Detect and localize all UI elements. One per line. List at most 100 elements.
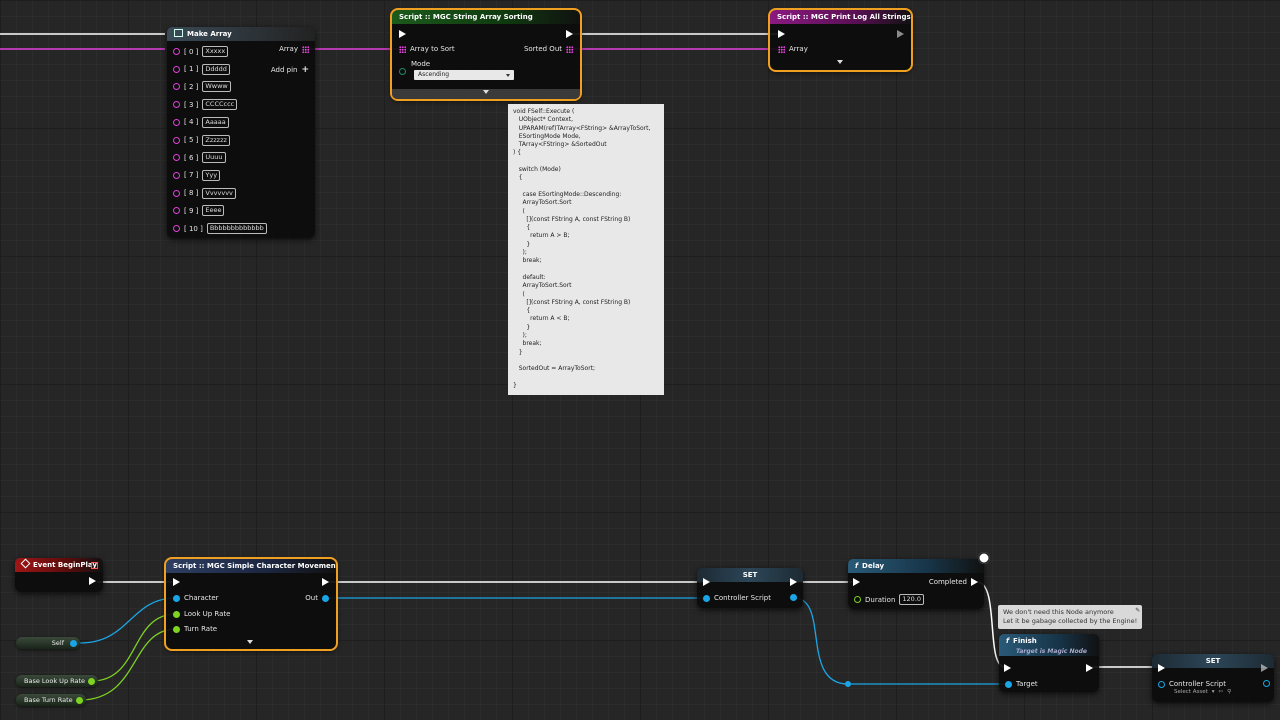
- element-value-input[interactable]: Bbbbbbbbbbbbb: [206, 223, 267, 234]
- exec-out-pin[interactable]: [322, 578, 329, 586]
- array-output-pin[interactable]: [302, 45, 309, 53]
- element-value-input[interactable]: Eeee: [202, 205, 225, 217]
- code-line: (: [513, 290, 525, 298]
- look-up-rate-pin[interactable]: [173, 610, 180, 618]
- browse-icon[interactable]: ⚲: [1227, 689, 1232, 695]
- element-input-pin[interactable]: [173, 207, 180, 215]
- code-line: {: [513, 307, 531, 315]
- out-pin[interactable]: [322, 594, 329, 602]
- print-log-node[interactable]: Script :: MGC Print Log All Strings Arra…: [768, 8, 913, 72]
- expand-chevron-icon[interactable]: [837, 60, 843, 64]
- base-turn-rate-variable[interactable]: Base Turn Rate: [16, 694, 86, 706]
- duration-input[interactable]: 120.0: [899, 594, 925, 605]
- float-wire: [79, 628, 177, 701]
- array-to-sort-label: Array to Sort: [410, 45, 455, 53]
- set-controller-script-node-2[interactable]: SET Controller Script Select Asset ▾ ⇦ ⚲: [1152, 654, 1274, 702]
- select-asset-dropdown[interactable]: Select Asset ▾ ⇦ ⚲: [1174, 689, 1231, 695]
- duration-pin[interactable]: [854, 596, 861, 603]
- base-turn-rate-pin[interactable]: [76, 696, 83, 704]
- exec-out-pin[interactable]: [790, 578, 797, 586]
- exec-out-pin[interactable]: [566, 30, 573, 38]
- exec-out-pin[interactable]: [89, 577, 96, 585]
- self-variable[interactable]: Self: [16, 637, 80, 649]
- element-value-input[interactable]: Ddddd: [202, 63, 230, 75]
- array-element-row: [ 6 ]Uuuu: [173, 152, 226, 164]
- element-input-pin[interactable]: [173, 83, 180, 91]
- mode-pin[interactable]: [399, 68, 406, 75]
- element-value-input[interactable]: Vvvvvvv: [202, 187, 236, 199]
- element-input-pin[interactable]: [173, 225, 180, 232]
- controller-script-output-pin[interactable]: [1263, 680, 1270, 687]
- array-to-sort-pin[interactable]: [399, 45, 406, 53]
- dropdown-arrow-icon: [506, 74, 510, 77]
- character-pin[interactable]: [173, 594, 180, 602]
- exec-in-pin[interactable]: [1004, 664, 1011, 672]
- character-label: Character: [184, 594, 219, 602]
- element-index-label: [ 8 ]: [184, 189, 199, 198]
- exec-out-hollow-icon[interactable]: [1261, 664, 1268, 672]
- completed-exec-pin[interactable]: [971, 578, 978, 586]
- element-value-input[interactable]: Yyy: [202, 169, 221, 181]
- string-array-sorting-node[interactable]: Script :: MGC String Array Sorting Array…: [390, 8, 582, 101]
- target-pin[interactable]: [1005, 680, 1012, 688]
- clock-icon: [978, 552, 990, 564]
- element-input-pin[interactable]: [173, 118, 180, 126]
- dropdown-arrow-icon: ▾: [1211, 689, 1215, 695]
- sorted-out-pin[interactable]: [566, 45, 573, 53]
- code-line: [513, 357, 659, 365]
- controller-script-input-pin[interactable]: [703, 594, 710, 602]
- element-value-input[interactable]: Aaaaa: [202, 116, 229, 128]
- expand-chevron-icon[interactable]: [247, 640, 253, 644]
- element-input-pin[interactable]: [173, 189, 180, 197]
- add-pin-button[interactable]: Add pin +: [271, 65, 309, 75]
- set-node-header: SET: [697, 568, 803, 582]
- exec-in-pin[interactable]: [853, 578, 860, 586]
- set-controller-script-node[interactable]: SET Controller Script: [697, 568, 803, 608]
- element-value-input[interactable]: Xxxxx: [202, 46, 229, 57]
- exec-in-pin[interactable]: [703, 578, 710, 586]
- element-value-input[interactable]: Wwww: [202, 81, 231, 93]
- code-line: [](const FString A, const FString B): [513, 215, 631, 223]
- element-value-input[interactable]: CCCCccc: [202, 99, 238, 111]
- float-wire: [91, 613, 177, 682]
- object-wire: [79, 597, 177, 644]
- element-index-label: [ 9 ]: [184, 206, 199, 215]
- pin-comment-icon[interactable]: ✎: [1135, 607, 1141, 614]
- self-variable-label: Self: [51, 639, 64, 647]
- event-beginplay-node[interactable]: Event BeginPlay: [15, 558, 103, 592]
- code-line: ArrayToSort.Sort: [513, 282, 572, 290]
- mode-dropdown[interactable]: Ascending: [414, 70, 514, 80]
- controller-script-output-pin[interactable]: [790, 594, 797, 601]
- array-input-pin[interactable]: [778, 45, 785, 53]
- controller-script-input-pin[interactable]: [1158, 680, 1165, 688]
- exec-out-pin[interactable]: [1086, 664, 1093, 672]
- code-line: (: [513, 207, 525, 215]
- element-input-pin[interactable]: [173, 65, 180, 73]
- use-selected-icon[interactable]: ⇦: [1218, 689, 1224, 695]
- element-input-pin[interactable]: [173, 171, 180, 179]
- element-input-pin[interactable]: [173, 136, 180, 144]
- simple-character-movement-node[interactable]: Script :: MGC Simple Character Movement …: [164, 557, 338, 651]
- array-input-label: Array: [789, 45, 808, 53]
- element-index-label: [ 6 ]: [184, 153, 199, 162]
- element-input-pin[interactable]: [173, 154, 180, 162]
- event-title: Event BeginPlay: [33, 561, 97, 569]
- exec-in-pin[interactable]: [399, 30, 406, 38]
- element-input-pin[interactable]: [173, 48, 180, 55]
- base-look-up-rate-pin[interactable]: [88, 677, 95, 685]
- expand-chevron-icon[interactable]: [483, 90, 489, 94]
- element-value-input[interactable]: Zzzzzz: [202, 134, 230, 146]
- exec-in-pin[interactable]: [778, 30, 785, 38]
- base-look-up-rate-variable[interactable]: Base Look Up Rate: [16, 675, 98, 687]
- completed-label: Completed: [928, 578, 967, 586]
- turn-rate-pin[interactable]: [173, 625, 180, 633]
- make-array-node[interactable]: Make Array Array Add pin + [ 0 ]Xxxxx[ 1…: [167, 27, 315, 238]
- element-input-pin[interactable]: [173, 101, 180, 109]
- exec-in-pin[interactable]: [173, 578, 180, 586]
- self-output-pin[interactable]: [70, 639, 77, 647]
- exec-in-pin[interactable]: [1158, 664, 1165, 672]
- code-line: UPARAM(ref)TArray<FString> &ArrayToSort,: [513, 124, 651, 132]
- element-value-input[interactable]: Uuuu: [202, 152, 226, 164]
